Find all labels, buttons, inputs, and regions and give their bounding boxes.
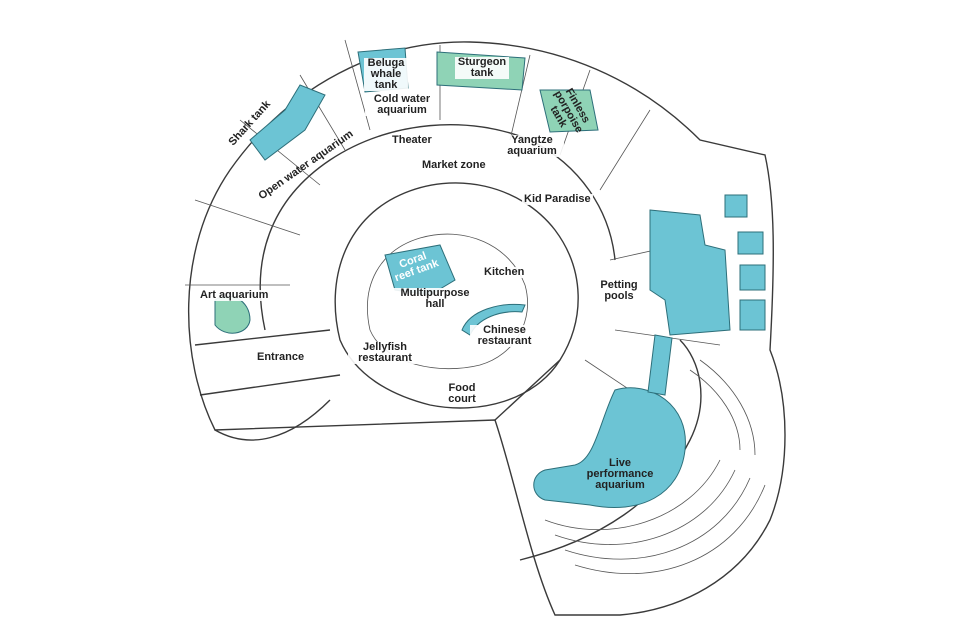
entrance-label: Entrance (255, 351, 307, 363)
market-zone-label: Market zone (420, 159, 488, 171)
petting-pools-label: Petting pools (592, 280, 646, 302)
petting-pools-shape (649, 209, 731, 336)
shark-tank-shape (249, 84, 326, 161)
yangtze-aquarium-label: Yangtze aquarium (500, 135, 564, 157)
channel-tank-shape (647, 334, 673, 396)
coral-reef-tank-shape (384, 244, 456, 296)
finless-porpoise-tank-shape (539, 89, 599, 133)
jellyfish-restaurant-label: Jellyfish restaurant (348, 342, 422, 364)
art-aquarium-label: Art aquarium (198, 289, 271, 301)
stage-seating (689, 359, 756, 456)
inner-ring-outer (259, 124, 616, 331)
cold-water-aquarium-label: Cold water aquarium (365, 94, 439, 116)
chinese-restaurant-label: Chinese restaurant (470, 325, 539, 347)
side-tank-1 (724, 194, 748, 218)
side-tank-2 (737, 231, 764, 255)
live-performance-aquarium-label: Live performance aquarium (586, 457, 654, 491)
beluga-whale-tank-label: Beluga whale tank (364, 58, 408, 91)
sturgeon-tank-label: Sturgeon tank (455, 57, 509, 79)
kid-paradise-label: Kid Paradise (522, 193, 593, 205)
amphitheater-seating (544, 459, 766, 574)
art-aquarium-shape (214, 295, 251, 334)
inner-ring (334, 182, 579, 409)
multipurpose-hall-label: Multipurpose hall (393, 288, 477, 310)
food-court-label: Food court (440, 383, 484, 405)
theater-label: Theater (390, 134, 434, 146)
outer-wall (187, 41, 786, 616)
side-tank-3 (739, 264, 766, 291)
kitchen-label: Kitchen (482, 266, 527, 278)
live-performance-aquarium-shape (533, 387, 686, 509)
side-tank-4 (739, 299, 766, 331)
entrance-corridor (194, 329, 341, 441)
